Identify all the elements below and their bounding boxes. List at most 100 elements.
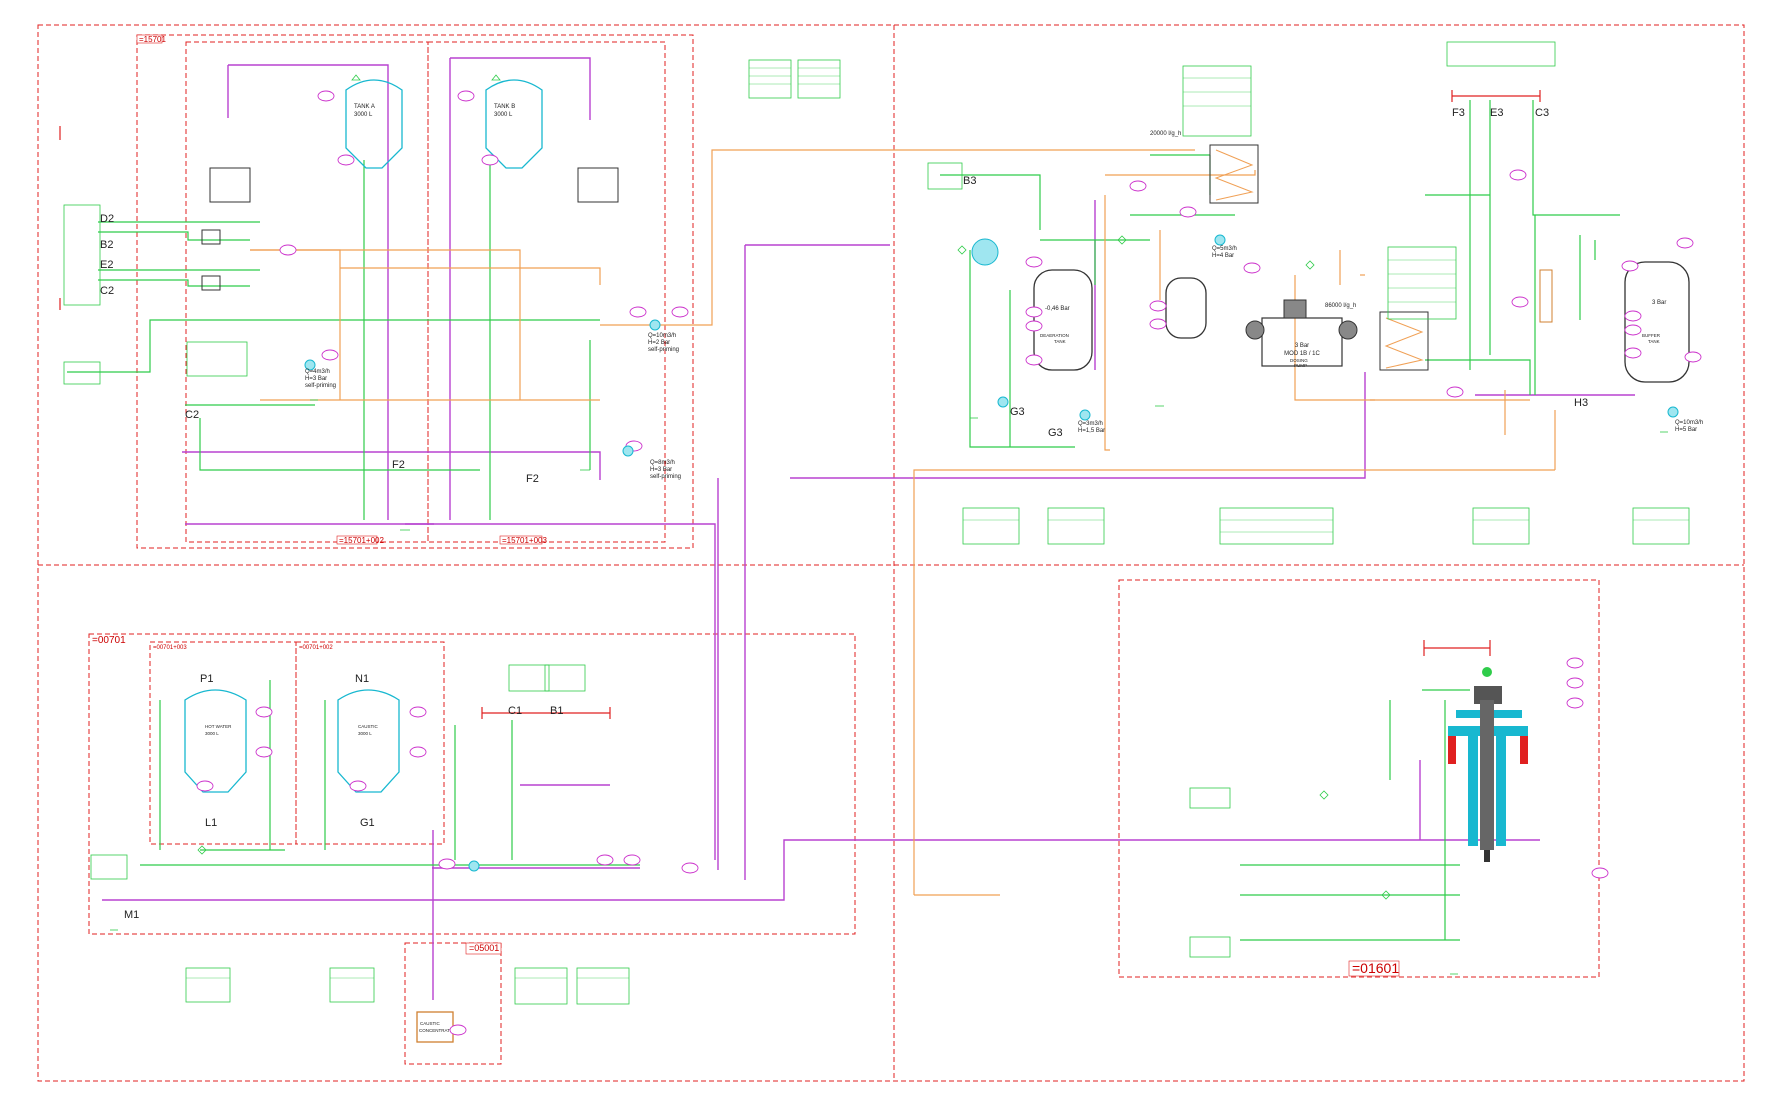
caustic-concentrate-vessel	[416, 1011, 454, 1043]
spec-table-inlet-d2	[63, 204, 101, 306]
svg-text:TANK A: TANK A	[354, 104, 375, 110]
zone-00701-003-box	[149, 641, 297, 845]
spec-table-caustic	[329, 967, 375, 1003]
svg-text:M1: M1	[124, 909, 139, 921]
heat-exchanger-top	[1209, 144, 1259, 204]
centrifugal-deaerator	[971, 238, 999, 266]
pump-p2	[649, 319, 661, 331]
svg-text:F3: F3	[1452, 107, 1465, 119]
instrument-ls	[321, 349, 339, 361]
zone-tag-00701-002: =00701+002	[299, 645, 333, 651]
pump-caustic	[468, 860, 480, 872]
tubular-heater	[1539, 269, 1553, 323]
hot-water-vessel	[184, 689, 247, 793]
spec-table-c1	[514, 967, 568, 1005]
tank-b-vessel	[485, 79, 543, 169]
flow-label-20000: 20000 l/g_h	[1150, 131, 1181, 137]
pump-p4	[1214, 234, 1226, 246]
instrument-pt	[1566, 657, 1584, 669]
spec-table-r2	[1047, 507, 1105, 545]
zone-tag-05001: =05001	[469, 943, 499, 953]
svg-text:H=4 Bar: H=4 Bar	[1212, 253, 1234, 259]
instrument-ls	[1676, 237, 1694, 249]
instrument-ls	[449, 1024, 467, 1036]
svg-text:B2: B2	[100, 239, 113, 251]
pump-p1	[304, 359, 316, 371]
buffer-vessel	[1624, 261, 1690, 383]
instrument-pt	[596, 854, 614, 866]
spec-table-r5	[1632, 507, 1690, 545]
valve-symbols	[197, 74, 1391, 900]
caustic-vessel	[337, 689, 400, 793]
pumps	[304, 234, 1679, 872]
instrument-ft	[681, 862, 699, 874]
zone-00701-002-box	[295, 641, 445, 845]
svg-text:H=3 Bar: H=3 Bar	[305, 376, 327, 382]
instrument-lt	[337, 154, 355, 166]
instrument-ls	[1684, 351, 1702, 363]
svg-text:Q=5m3/h: Q=5m3/h	[1212, 246, 1237, 252]
spec-table-tank-b	[797, 59, 841, 99]
utility-pipes	[250, 149, 1556, 896]
spec-table-r3	[1219, 507, 1334, 545]
pump-p6	[1667, 406, 1679, 418]
svg-text:B3: B3	[963, 175, 976, 187]
instrument-pt	[671, 306, 689, 318]
svg-text:G1: G1	[360, 817, 375, 829]
instrument-lt	[196, 780, 214, 792]
connection-markers	[59, 90, 1541, 719]
svg-text:N1: N1	[355, 673, 369, 685]
svg-text:Q=4m3/h: Q=4m3/h	[305, 369, 330, 375]
instrument-ls	[317, 90, 335, 102]
water-pipes	[67, 100, 1620, 941]
svg-text:L1: L1	[205, 817, 217, 829]
connection-labels: D2 B2 E2 C2 C2 F2 F2 B3 G3 G3 F3 E3 C3 H…	[100, 107, 1588, 921]
zone-tags: =15701 =15701+002 =15701+003 =00701 =007…	[92, 34, 1399, 977]
spec-table-hot-water	[185, 967, 231, 1003]
zone-borders	[37, 24, 1745, 1082]
svg-text:F2: F2	[392, 459, 405, 471]
svg-text:Q=10m3/h: Q=10m3/h	[1675, 420, 1703, 426]
instrument-tt	[1624, 347, 1642, 359]
pump-p5	[1079, 409, 1091, 421]
zone-tag-01601: =01601	[1352, 960, 1399, 976]
instrument-lt	[349, 780, 367, 792]
svg-text:TANK: TANK	[1648, 339, 1660, 344]
zone-tag-00701-003: =00701+003	[153, 645, 187, 651]
tank-labels: TANK A 3000 L TANK B 3000 L -0,46 Bar DE…	[205, 104, 1666, 1033]
instrument-lt	[481, 154, 499, 166]
svg-text:H3: H3	[1574, 397, 1588, 409]
instrument-pt	[1509, 169, 1527, 181]
instrument-tt	[1446, 386, 1464, 398]
spec-table-01601-b	[1189, 936, 1231, 958]
svg-text:-0,46 Bar: -0,46 Bar	[1045, 306, 1070, 312]
svg-text:3 Bar: 3 Bar	[1652, 300, 1666, 306]
spec-table-bottom-left	[90, 854, 128, 880]
zone-tag-15701: =15701	[139, 35, 166, 44]
instrument-ls	[409, 706, 427, 718]
svg-text:H=5 Bar: H=5 Bar	[1675, 427, 1697, 433]
svg-text:3000 L: 3000 L	[494, 112, 513, 118]
spec-table-heat-exchanger	[1182, 65, 1252, 137]
zone-05001-box	[404, 942, 502, 1065]
instrument-ls	[1149, 300, 1167, 312]
svg-text:E2: E2	[100, 259, 113, 271]
svg-text:E3: E3	[1490, 107, 1503, 119]
svg-text:Q=10m3/h: Q=10m3/h	[648, 333, 676, 339]
svg-text:3 Bar: 3 Bar	[1295, 343, 1309, 349]
svg-text:H=1,5 Bar: H=1,5 Bar	[1078, 428, 1105, 434]
svg-text:C1: C1	[508, 705, 522, 717]
instrument-ls	[438, 858, 456, 870]
zone-tag-15701-003: =15701+003	[502, 536, 547, 545]
spec-table-inlet-left	[63, 361, 101, 385]
spec-table-b3	[927, 162, 963, 190]
instrument-ls	[629, 306, 647, 318]
svg-text:MOD 1B / 1C: MOD 1B / 1C	[1284, 351, 1320, 357]
instrument-ls	[1025, 306, 1043, 318]
zone-01601-box	[1118, 579, 1600, 978]
pump-dosing	[997, 396, 1009, 408]
instrument-ls	[1025, 320, 1043, 332]
svg-text:HOT WATER: HOT WATER	[205, 724, 232, 729]
instrument-tt	[409, 746, 427, 758]
